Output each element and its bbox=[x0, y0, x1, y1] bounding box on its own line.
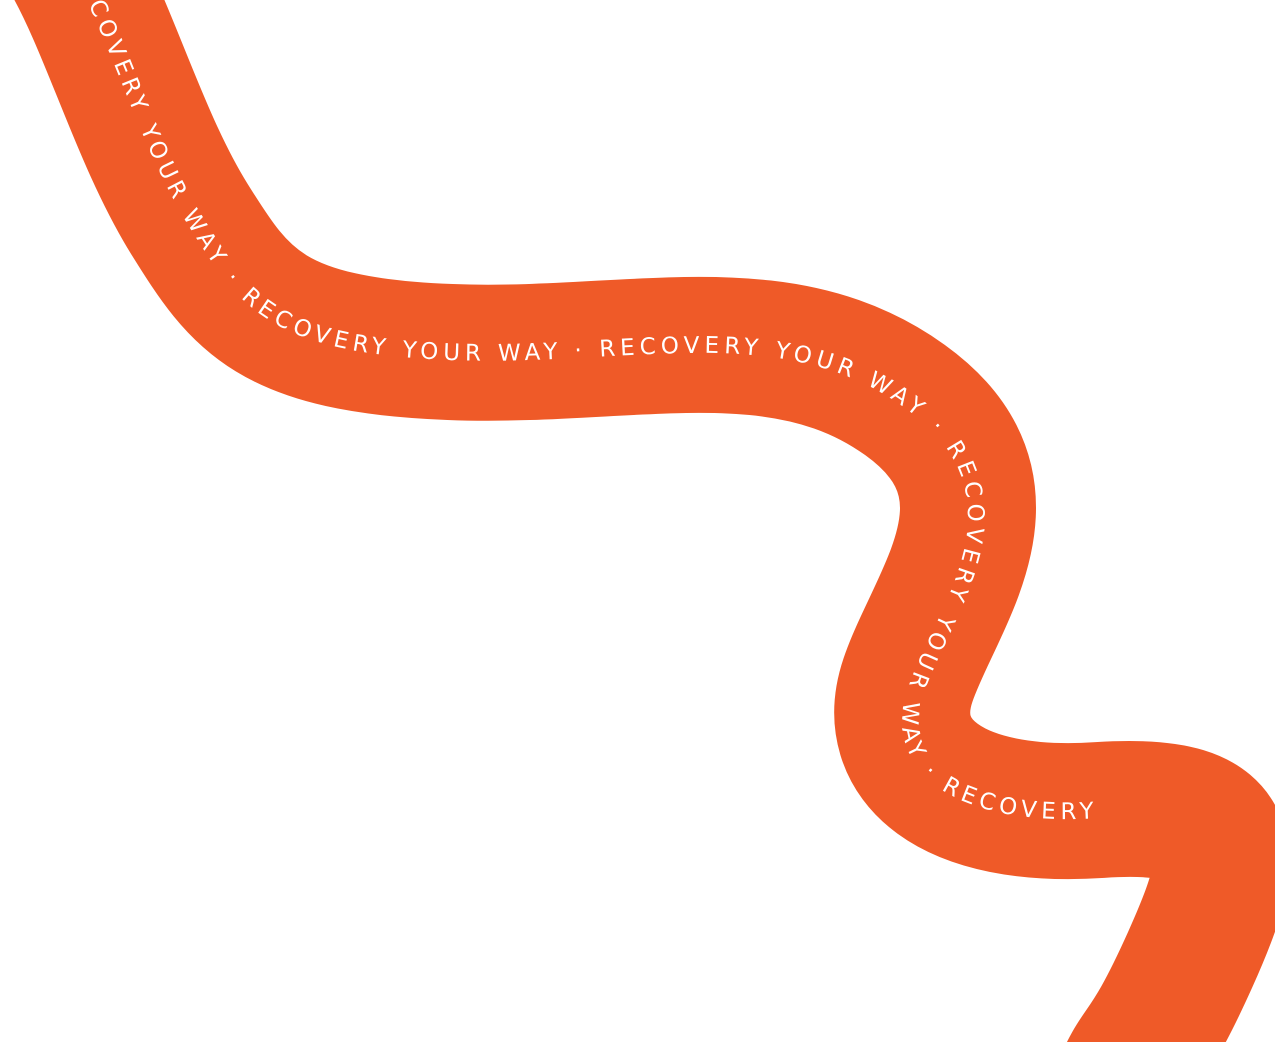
orange-ribbon-band bbox=[70, 0, 1221, 1042]
